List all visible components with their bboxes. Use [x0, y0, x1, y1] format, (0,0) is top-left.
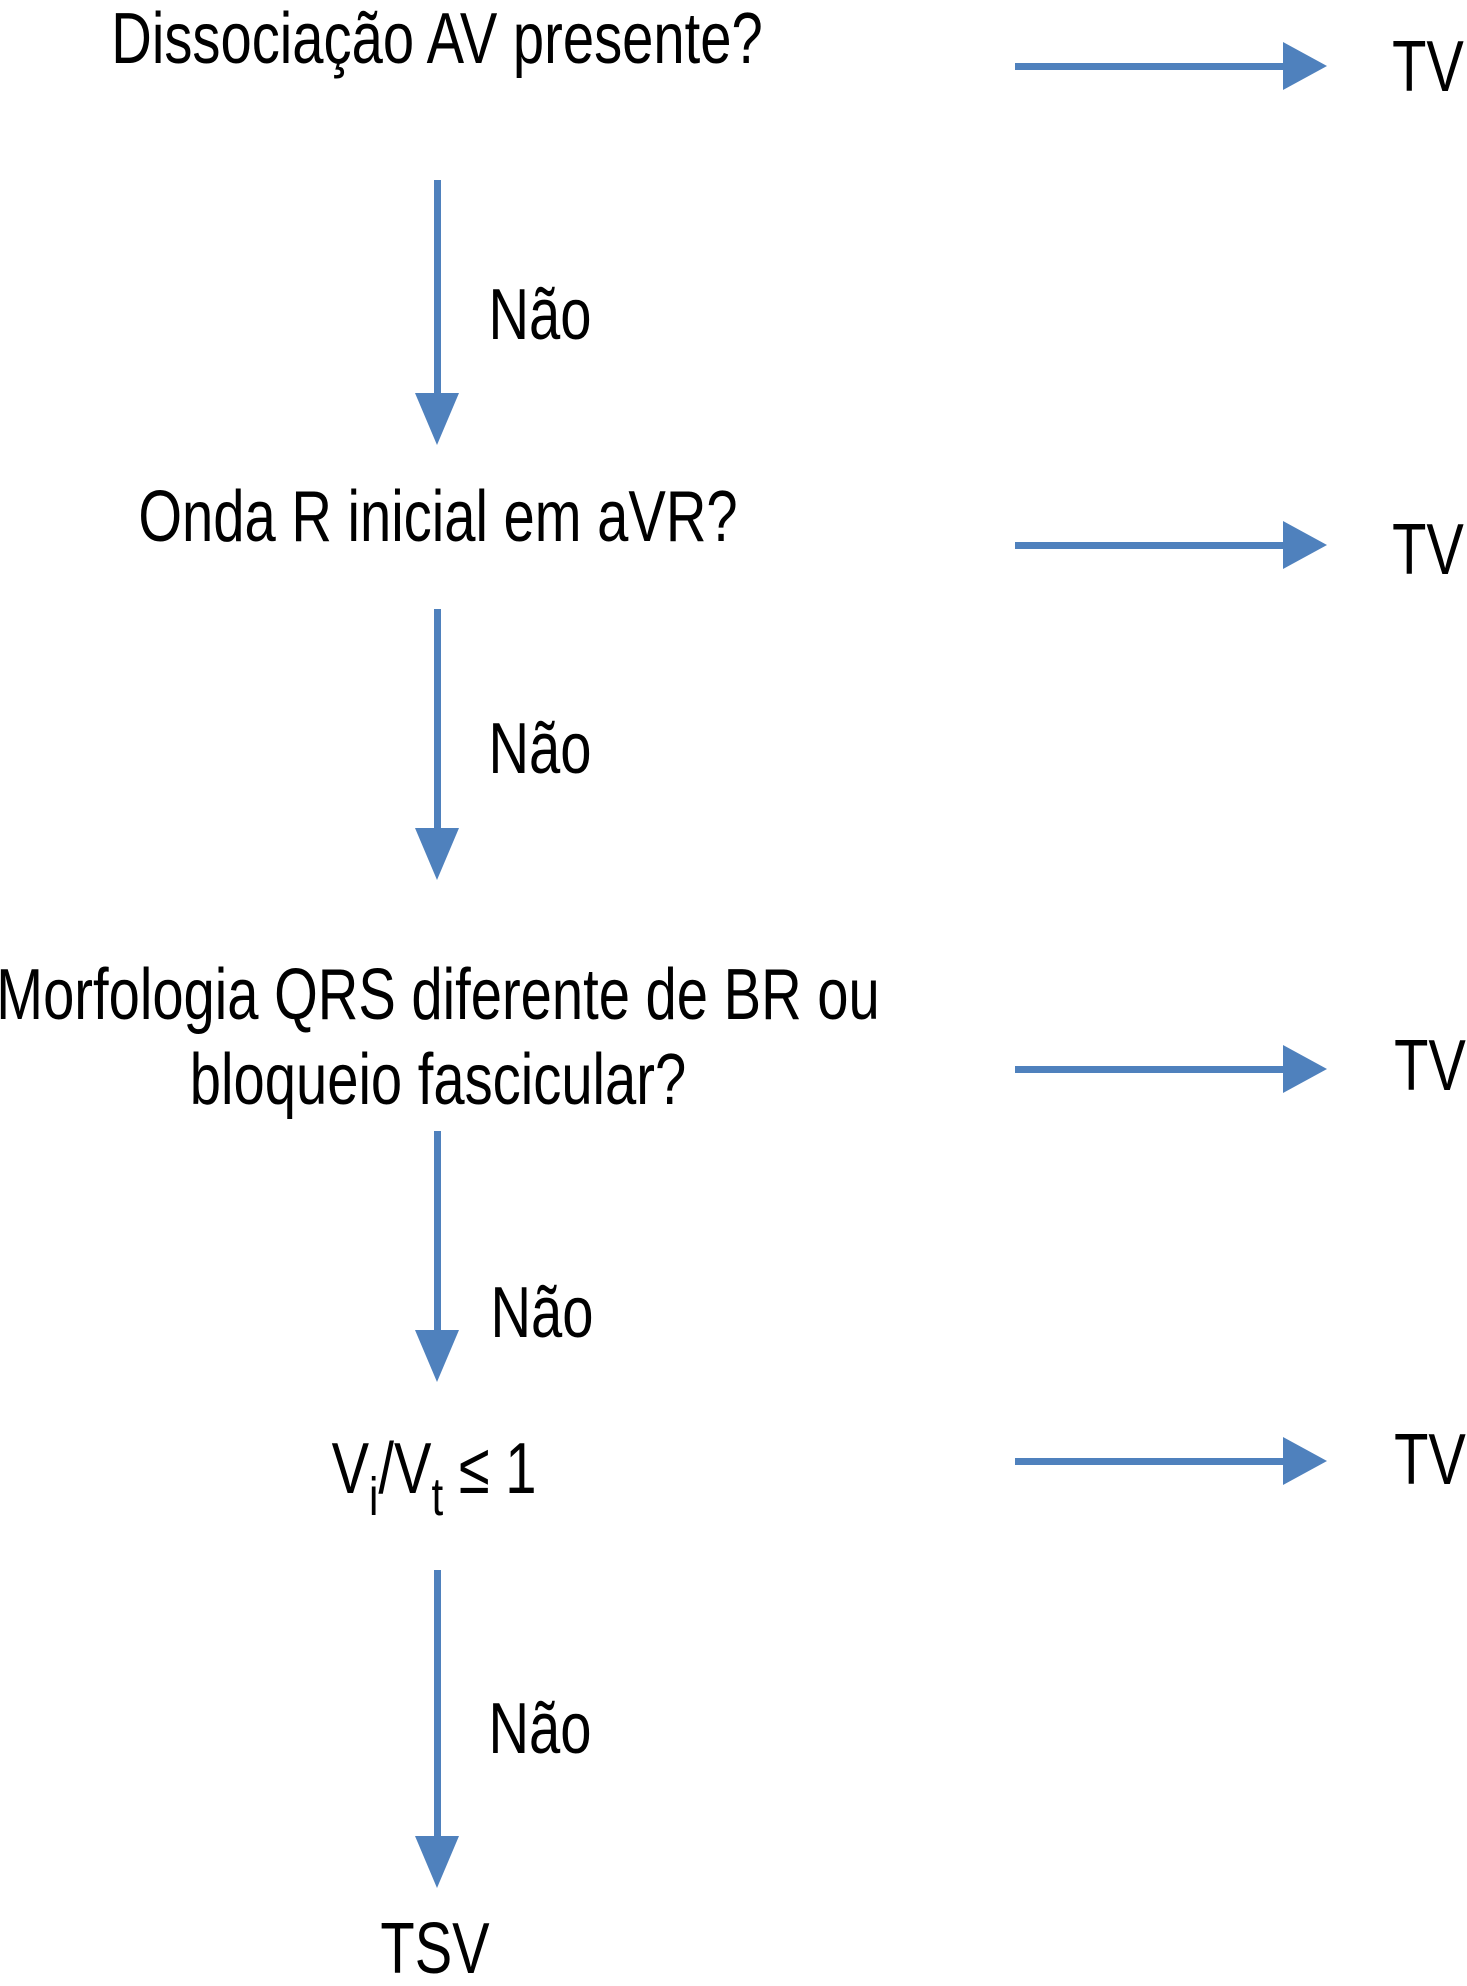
- arrow-q3-to-tv-line: [1015, 1066, 1285, 1073]
- vi-vt-sub2: t: [431, 1466, 444, 1527]
- no-label-4: Não: [488, 1689, 592, 1770]
- result-tv-3: TV: [1394, 1026, 1466, 1107]
- no-label-3: Não: [490, 1273, 594, 1354]
- arrow-q1-to-tv-line: [1015, 63, 1285, 70]
- arrow-q4-to-tv-line: [1015, 1458, 1285, 1465]
- no-label-2: Não: [488, 709, 592, 790]
- question-vi-vt-ratio: Vi/Vt ≤ 1: [331, 1429, 537, 1523]
- question-qrs-morphology-line2: bloqueio fascicular?: [189, 1040, 687, 1120]
- arrow-q2-to-tv-line: [1015, 542, 1285, 549]
- arrow-q4-down-line: [434, 1570, 441, 1836]
- arrow-q4-to-tv-head-icon: [1283, 1437, 1327, 1485]
- vi-vt-sub1: i: [369, 1466, 379, 1527]
- arrow-q3-down-head-icon: [415, 1330, 459, 1382]
- arrow-q3-to-tv-head-icon: [1283, 1045, 1327, 1093]
- result-tv-1: TV: [1392, 27, 1464, 108]
- arrow-q1-down-line: [434, 180, 441, 393]
- arrow-q2-to-tv-head-icon: [1283, 521, 1327, 569]
- arrow-q2-down-head-icon: [415, 828, 459, 880]
- question-initial-r-avr: Onda R inicial em aVR?: [138, 477, 738, 558]
- arrow-q2-down-line: [434, 609, 441, 828]
- arrow-q4-down-head-icon: [415, 1836, 459, 1888]
- question-av-dissociation: Dissociação AV presente?: [111, 0, 763, 80]
- vi-vt-base1: V: [331, 1429, 370, 1510]
- question-qrs-morphology-line1: Morfologia QRS diferente de BR ou: [0, 955, 880, 1036]
- no-label-1: Não: [488, 275, 592, 356]
- arrow-q3-down-line: [434, 1131, 441, 1330]
- question-qrs-morphology: Morfologia QRS diferente de BR ou bloque…: [0, 953, 880, 1123]
- vi-vt-base2: /V: [378, 1429, 432, 1510]
- result-tsv: TSV: [380, 1909, 490, 1986]
- vi-vt-tail: ≤ 1: [443, 1429, 537, 1510]
- result-tv-4: TV: [1394, 1420, 1466, 1501]
- arrow-q1-to-tv-head-icon: [1283, 42, 1327, 90]
- arrow-q1-down-head-icon: [415, 393, 459, 445]
- result-tv-2: TV: [1392, 510, 1464, 591]
